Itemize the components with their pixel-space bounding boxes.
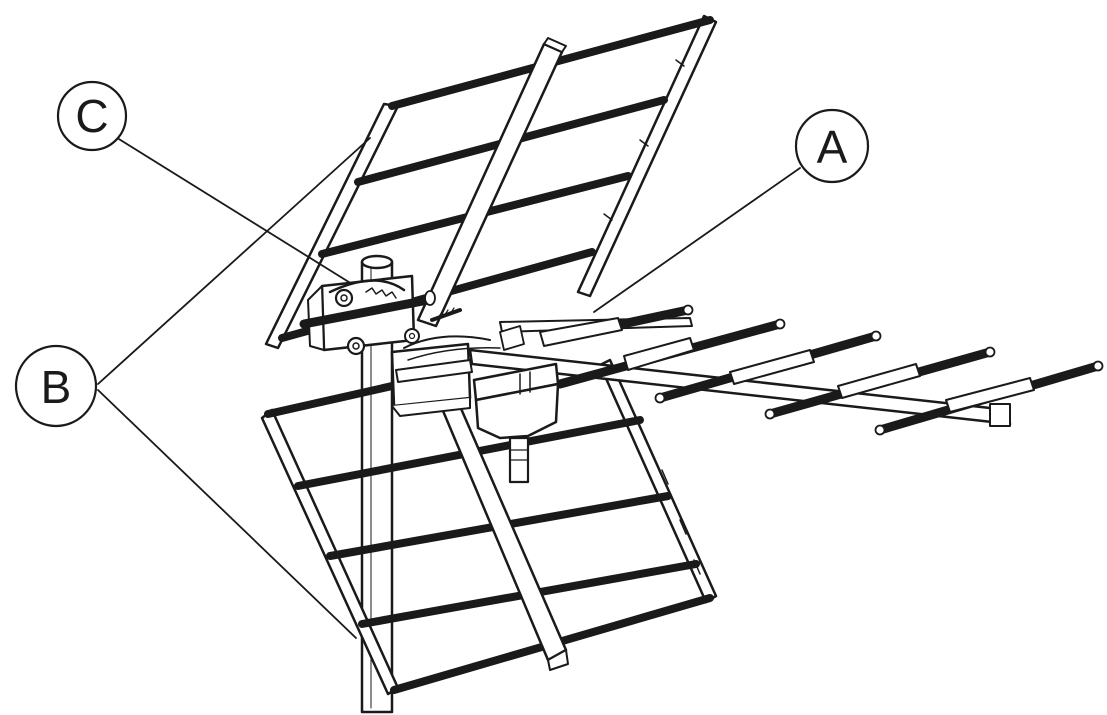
lower-reflector-panel bbox=[260, 358, 718, 696]
leader-lines bbox=[97, 135, 801, 639]
callout-a: A bbox=[794, 108, 870, 184]
callout-b: B bbox=[14, 344, 98, 428]
leader-line-b-lower bbox=[97, 389, 357, 639]
upper-reflector-panel bbox=[264, 14, 718, 350]
leader-line-b-upper bbox=[97, 137, 371, 385]
dipole-box bbox=[472, 362, 560, 484]
boom-assembly bbox=[468, 304, 1104, 436]
callout-b-label: B bbox=[41, 361, 72, 413]
director-elements bbox=[539, 304, 1104, 436]
leader-line-a bbox=[593, 167, 801, 313]
mast-clamp bbox=[299, 274, 462, 356]
articulation-bracket bbox=[390, 325, 525, 417]
callout-a-label: A bbox=[817, 121, 848, 173]
callout-c-label: C bbox=[75, 90, 108, 142]
callout-c: C bbox=[56, 80, 128, 152]
leader-line-c bbox=[113, 135, 353, 285]
